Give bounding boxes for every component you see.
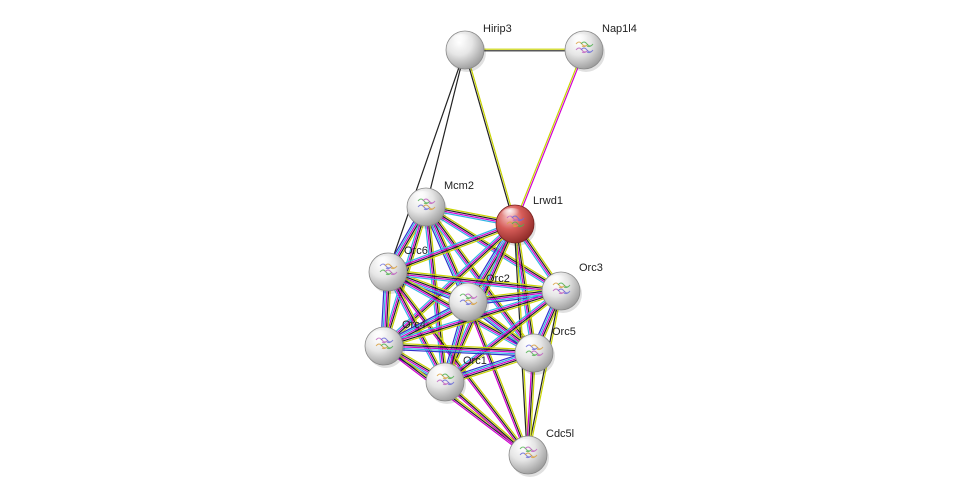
edge-orc3-orc1[interactable] [442, 288, 564, 385]
node-label: Hirip3 [483, 23, 512, 35]
edge-line-textmining [388, 270, 530, 455]
edge-lrwd1-orc4[interactable] [381, 221, 518, 349]
node-label: Orc6 [404, 245, 428, 257]
edge-mcm2-orc3[interactable] [424, 204, 563, 294]
edge-line-coexpression [425, 205, 563, 291]
edge-line-coexpression [463, 49, 515, 225]
node-label: Lrwd1 [533, 195, 563, 207]
node-orc2[interactable]: Orc2 [448, 273, 510, 324]
edge-line-experiments [515, 49, 586, 225]
node-label: Orc1 [463, 355, 487, 367]
edge-line-coexpression [387, 271, 529, 456]
edge-line-databases [442, 288, 561, 381]
edge-line-coexpression [387, 270, 562, 291]
node-orc1[interactable]: Orc1 [425, 355, 487, 404]
edge-line-coexpression [526, 290, 561, 456]
node-highlight [370, 330, 392, 344]
node-label: Orc4 [402, 319, 426, 331]
edge-line-coexpression [383, 223, 517, 348]
node-mcm2[interactable]: Mcm2 [406, 180, 474, 229]
node-nap1l4[interactable]: Nap1l4 [564, 23, 637, 72]
edge-line-textmining [465, 49, 517, 225]
edge-line-textmining [384, 344, 530, 455]
edge-hirip3-nap1l4[interactable] [464, 48, 585, 52]
node-highlight [520, 337, 542, 351]
edge-line-textmining [445, 292, 564, 385]
node-highlight [451, 34, 473, 48]
node-label: Orc3 [579, 262, 603, 274]
edge-line-coexpression [387, 224, 516, 274]
edge-line-coexpression [467, 301, 529, 456]
edge-line-coexpression [387, 49, 466, 273]
node-orc5[interactable]: Orc5 [514, 326, 576, 375]
edge-line-textmining [387, 269, 562, 290]
edge-line-experiments [387, 272, 562, 293]
edge-line-experiments [383, 345, 535, 354]
node-orc4[interactable]: Orc4 [364, 319, 426, 368]
edge-line-textmining [384, 292, 563, 349]
node-highlight [501, 208, 523, 222]
edge-line-textmining [385, 225, 518, 349]
node-highlight [514, 439, 536, 453]
edge-line-homology [383, 348, 535, 357]
edge-hirip3-mcm2[interactable] [425, 49, 466, 208]
edge-orc4-orc5[interactable] [383, 342, 535, 357]
edge-line-experiments [382, 346, 528, 457]
edge-line-databases [386, 221, 515, 271]
nodes-layer: Hirip3 Nap1l4Mcm2Lrwd1Orc6Orc3Orc2Orc4Orc… [364, 23, 637, 477]
edge-line-coexpression [444, 291, 563, 384]
node-label: Orc2 [486, 273, 510, 285]
edge-orc4-cdc5l[interactable] [382, 344, 530, 457]
edge-hirip3-lrwd1[interactable] [463, 49, 517, 225]
edge-lrwd1-orc6[interactable] [386, 221, 517, 275]
edge-line-experiments [387, 222, 516, 272]
node-hirip3[interactable]: Hirip3 [445, 23, 512, 72]
node-highlight [454, 286, 476, 300]
edge-line-textmining [383, 342, 535, 351]
edge-line-databases [424, 208, 561, 294]
node-orc3[interactable]: Orc3 [541, 262, 603, 313]
edge-line-textmining [513, 49, 584, 225]
edge-orc2-cdc5l[interactable] [465, 300, 531, 457]
edge-line-textmining [426, 204, 563, 290]
edge-orc6-orc3[interactable] [387, 269, 562, 294]
node-label: Cdc5l [546, 428, 574, 440]
node-lrwd1[interactable]: Lrwd1 [495, 195, 563, 246]
edge-line-textmining [528, 290, 563, 456]
edge-line-experiments [465, 301, 528, 457]
node-label: Nap1l4 [602, 23, 637, 35]
edge-hirip3-orc6[interactable] [387, 49, 466, 273]
node-label: Mcm2 [444, 180, 474, 192]
edge-line-databases [383, 346, 535, 356]
node-label: Orc5 [552, 326, 576, 338]
node-highlight [431, 366, 453, 380]
node-highlight [570, 34, 592, 48]
edge-line-coexpression [425, 49, 466, 208]
edge-line-textmining [388, 225, 517, 275]
node-orc6[interactable]: Orc6 [368, 245, 428, 294]
edge-line-textmining [468, 300, 531, 456]
edge-line-experiments [382, 222, 516, 347]
edge-line-databases [381, 221, 514, 345]
edge-line-coexpression [383, 345, 529, 456]
edge-line-experiments [443, 289, 562, 382]
node-highlight [412, 191, 434, 205]
edge-line-coexpression [383, 343, 535, 353]
edge-line-experiments [386, 272, 528, 457]
node-highlight [547, 275, 569, 289]
edge-orc6-cdc5l[interactable] [386, 270, 530, 457]
node-cdc5l[interactable]: Cdc5l [508, 428, 574, 477]
edge-nap1l4-lrwd1[interactable] [513, 49, 586, 225]
edge-line-experiments [424, 207, 562, 293]
edge-orc3-cdc5l[interactable] [526, 290, 563, 456]
node-highlight [374, 256, 396, 270]
